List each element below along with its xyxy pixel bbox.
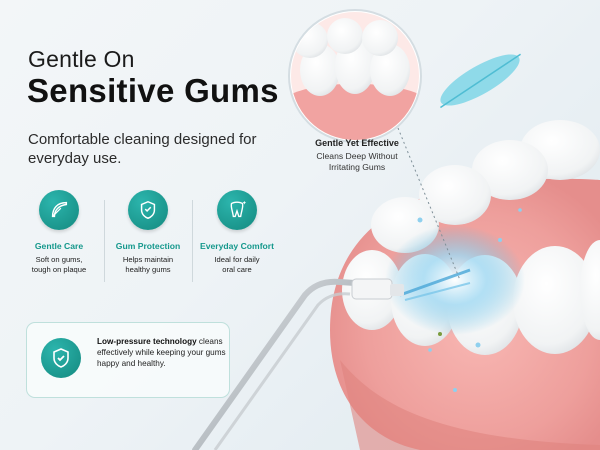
- divider: [104, 200, 105, 282]
- feature-desc: Ideal for daily oral care: [193, 255, 281, 275]
- callout-desc: Cleans Deep Without Irritating Gums: [287, 151, 427, 173]
- feature-desc: Helps maintain healthy gums: [104, 255, 192, 275]
- sparkle-tooth-icon: [217, 190, 257, 230]
- feature-desc-line: Helps maintain: [122, 255, 174, 264]
- feature-desc-line: tough on plaque: [31, 265, 87, 274]
- feature-desc-line: Soft on gums,: [35, 255, 83, 264]
- shield-check-icon: [41, 338, 81, 378]
- low-pressure-desc: cleans effectively while keeping your gu…: [97, 337, 226, 368]
- headline-line1: Gentle On: [28, 46, 135, 72]
- tooth-shield-icon: [128, 190, 168, 230]
- feature-title: Everyday Comfort: [199, 241, 275, 251]
- feature-title: Gentle Care: [34, 241, 84, 251]
- feature-title: Gum Protection: [115, 241, 181, 251]
- feather-icon: [39, 190, 79, 230]
- feature-gentle-care: Gentle Care Soft on gums, tough on plaqu…: [15, 190, 103, 275]
- low-pressure-card: Low-pressure technology cleans effective…: [26, 322, 230, 398]
- water-spray: [385, 208, 525, 392]
- feature-desc: Soft on gums, tough on plaque: [15, 255, 103, 275]
- subtitle: Comfortable cleaning designed for everyd…: [28, 131, 257, 167]
- zoom-bubble: [288, 9, 461, 281]
- callout-desc-line: Irritating Gums: [328, 162, 386, 172]
- divider: [192, 200, 193, 282]
- callout-desc-line: Cleans Deep Without: [316, 151, 398, 161]
- callout-title: Gentle Yet Effective: [315, 138, 399, 148]
- feature-gum-protection: Gum Protection Helps maintain healthy gu…: [104, 190, 192, 275]
- low-pressure-title: Low-pressure technology: [97, 337, 197, 346]
- feature-desc-line: oral care: [222, 265, 252, 274]
- feather-decoration: [440, 53, 521, 109]
- feature-desc-line: healthy gums: [125, 265, 171, 274]
- low-pressure-text: Low-pressure technology cleans effective…: [97, 336, 227, 369]
- feature-everyday-comfort: Everyday Comfort Ideal for daily oral ca…: [193, 190, 281, 275]
- water-flosser-nozzle: [192, 278, 404, 450]
- headline-line2: Sensitive Gums: [27, 72, 279, 109]
- feature-desc-line: Ideal for daily: [214, 255, 260, 264]
